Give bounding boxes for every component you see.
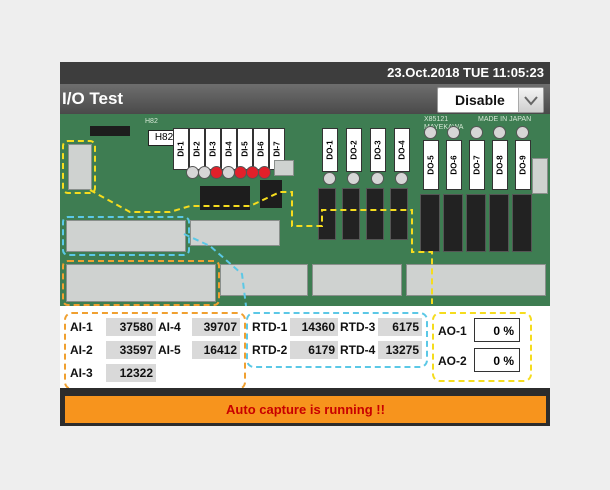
terminal-block-upper [190,220,280,246]
relay [390,188,408,240]
ao-label: AO-1 [438,324,467,338]
rtd-value: 6179 [290,341,338,359]
silk-text-top: X85121 [424,116,449,123]
di-label: DI-1 [173,128,189,170]
ai-value: 39707 [192,318,240,336]
do-label: DO-7 [469,140,485,190]
ao-value-field[interactable]: 0 % [474,318,520,342]
do-label: DO-3 [370,128,386,172]
highlight-connector-left [62,140,96,194]
do-label: DO-5 [423,140,439,190]
do-led [395,172,408,185]
ai-label: AI-2 [70,343,93,357]
do-led [516,126,529,139]
chevron-down-icon [524,96,538,106]
relay [342,188,360,240]
rtd-value: 14360 [290,318,338,336]
connector-right [532,158,548,194]
do-label: DO-1 [322,128,338,172]
ao-panel [432,312,532,382]
rtd-value: 13275 [378,341,422,359]
ai-label: AI-5 [158,343,181,357]
title-bar: I/O Test Disable [60,84,550,114]
chip [90,126,130,136]
status-bar: 23.Oct.2018 TUE 11:05:23 [60,62,550,84]
silk-text-brand: MAYEKAWA [424,124,464,131]
ai-label: AI-4 [158,320,181,334]
ai-label: AI-3 [70,366,93,380]
toast-banner: Auto capture is running !! [65,396,546,423]
terminal-block-rtd-a [220,264,308,296]
terminal-block-rtd-b [312,264,402,296]
rtd-label: RTD-3 [340,320,376,334]
do-led [371,172,384,185]
do-label: DO-2 [346,128,362,172]
ai-label: AI-1 [70,320,93,334]
ai-value: 16412 [192,341,240,359]
terminal-block-ai-upper [66,220,186,252]
datetime-display: 23.Oct.2018 TUE 11:05:23 [387,65,544,80]
silk-text-made: MADE IN JAPAN [478,116,532,123]
do-led [424,126,437,139]
dropdown-button[interactable] [518,88,543,112]
rtd-panel [246,312,428,368]
page-title: I/O Test [62,89,124,108]
relay [489,194,509,252]
board-dashed-paths [89,189,433,306]
do-label: DO-9 [515,140,531,190]
relay [512,194,532,252]
di-connector [274,160,294,176]
rtd-label: RTD-2 [252,343,288,357]
io-board-image: H82 H82 X85121 MADE IN JAPAN MAYEKAWA DI… [60,114,550,306]
do-led [447,126,460,139]
rtd-label: RTD-1 [252,320,288,334]
device-screen: 23.Oct.2018 TUE 11:05:23 I/O Test Disabl… [60,62,550,426]
relay [466,194,486,252]
do-label: DO-6 [446,140,462,190]
rtd-label: RTD-4 [340,343,376,357]
di-led [258,166,271,179]
relay [443,194,463,252]
do-led [323,172,336,185]
silk-text-model: H82 [145,118,158,125]
relay [366,188,384,240]
mode-dropdown[interactable]: Disable [437,87,544,113]
ai-value: 37580 [106,318,156,336]
connector-left [68,144,92,190]
do-label: DO-4 [394,128,410,172]
ai-value: 12322 [106,364,156,382]
mode-dropdown-value: Disable [455,92,505,108]
highlight-ai-terminal [62,260,220,306]
ao-label: AO-2 [438,354,467,368]
ai-value: 33597 [106,341,156,359]
terminal-block-do [406,264,546,296]
do-led [493,126,506,139]
chip [260,180,282,208]
do-label: DO-8 [492,140,508,190]
rtd-value: 6175 [378,318,422,336]
ao-value-field[interactable]: 0 % [474,348,520,372]
do-led [347,172,360,185]
terminal-block-ai-lower [66,264,216,302]
do-led [470,126,483,139]
